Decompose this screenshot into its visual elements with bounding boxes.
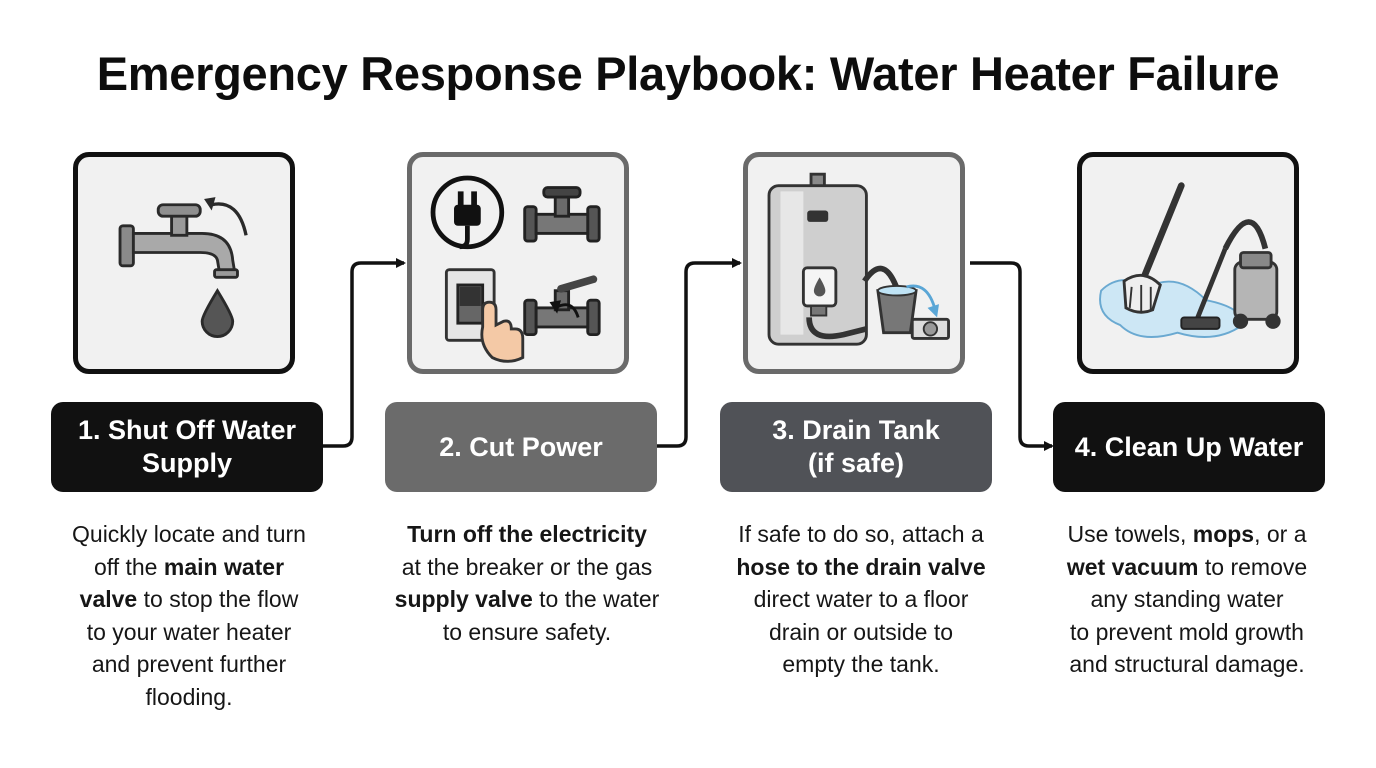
text: any standing water xyxy=(1090,586,1284,612)
text: to your water heater xyxy=(86,618,292,645)
text: and prevent further xyxy=(91,651,287,677)
description-line: supply valve to the water xyxy=(382,583,672,616)
description-line: to your water heater xyxy=(44,616,334,649)
bold-text: hose to the drain valve xyxy=(736,553,986,580)
text: empty the tank. xyxy=(782,651,940,677)
description-line: hose to the drain valve xyxy=(716,551,1006,584)
power-cutoff-icon xyxy=(430,175,601,363)
description-line: to ensure safety. xyxy=(382,616,672,649)
text: to remove xyxy=(1198,553,1308,580)
text: to the water xyxy=(532,586,660,612)
description-line: If safe to do so, attach a xyxy=(716,518,1006,551)
step-4-label: 4. Clean Up Water xyxy=(1053,402,1325,492)
bold-text: Turn off the electricity xyxy=(407,521,647,547)
text: flooding. xyxy=(145,683,233,710)
description-line: valve to stop the flow xyxy=(44,583,334,616)
faucet-shutoff-icon xyxy=(118,197,248,338)
bold-text: mops xyxy=(1192,521,1255,547)
text: Quickly locate and turn xyxy=(72,521,306,547)
text: off the xyxy=(93,553,164,580)
text: to ensure safety. xyxy=(442,618,612,645)
description-line: empty the tank. xyxy=(716,648,1006,681)
description-line: drain or outside to xyxy=(716,616,1006,649)
text: to stop the flow xyxy=(137,586,299,612)
step-4-icon-box xyxy=(1077,152,1299,374)
text: direct water to a floor xyxy=(753,586,969,612)
step-1-icon-box xyxy=(73,152,295,374)
description-line: flooding. xyxy=(44,681,334,714)
description-line: off the main water xyxy=(44,551,334,584)
text: Use towels, xyxy=(1067,521,1193,547)
description-line: at the breaker or the gas xyxy=(382,551,672,584)
text: to prevent mold growth xyxy=(1070,618,1304,645)
bold-text: main water xyxy=(163,553,285,580)
step-2-icon-box xyxy=(407,152,629,374)
step-3-label: 3. Drain Tank(if safe) xyxy=(720,402,992,492)
description-line: to prevent mold growth xyxy=(1042,616,1332,649)
text: and structural damage. xyxy=(1069,651,1305,677)
description-line: Turn off the electricity xyxy=(382,518,672,551)
page-title: Emergency Response Playbook: Water Heate… xyxy=(96,47,1280,100)
bold-text: valve xyxy=(79,586,138,612)
step-2-label: 2. Cut Power xyxy=(385,402,657,492)
description-line: direct water to a floor xyxy=(716,583,1006,616)
text: , or a xyxy=(1254,521,1307,547)
bold-text: wet vacuum xyxy=(1066,553,1199,580)
step-3-icon-box xyxy=(743,152,965,374)
bold-text: supply valve xyxy=(394,586,533,612)
step-1-description: Quickly locate and turn off the main wate… xyxy=(44,518,334,713)
description-line: and prevent further xyxy=(44,648,334,681)
mop-vacuum-icon xyxy=(1099,182,1281,338)
step-2-description: Turn off the electricity at the breaker o… xyxy=(382,518,672,648)
text: at the breaker or the gas xyxy=(401,553,653,580)
text: drain or outside to xyxy=(768,618,954,645)
description-line: wet vacuum to remove xyxy=(1042,551,1332,584)
step-3-description: If safe to do so, attach a hose to the dr… xyxy=(716,518,1006,681)
description-line: Use towels, mops, or a xyxy=(1042,518,1332,551)
text: If safe to do so, attach a xyxy=(738,521,984,547)
drain-tank-icon xyxy=(767,172,950,346)
description-line: any standing water xyxy=(1042,583,1332,616)
description-line: and structural damage. xyxy=(1042,648,1332,681)
description-line: Quickly locate and turn xyxy=(44,518,334,551)
